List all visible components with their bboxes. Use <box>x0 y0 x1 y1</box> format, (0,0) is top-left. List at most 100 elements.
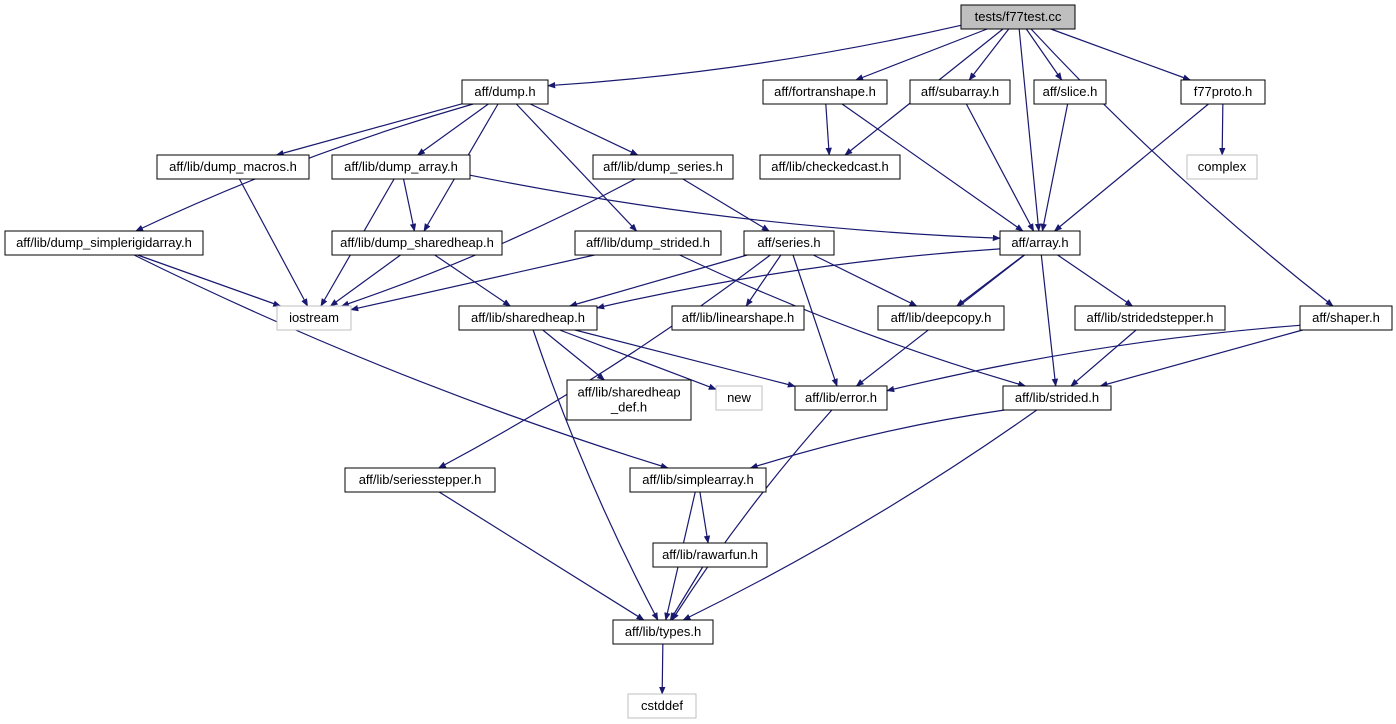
node-array[interactable]: aff/array.h <box>999 230 1081 256</box>
node-dump_simplerigidarray-box <box>4 230 204 256</box>
node-subarray[interactable]: aff/subarray.h <box>909 79 1011 105</box>
node-dump[interactable]: aff/dump.h <box>461 79 549 105</box>
node-root[interactable]: tests/f77test.cc <box>960 4 1076 30</box>
node-dump_simplerigidarray-label: aff/lib/dump_simplerigidarray.h <box>16 235 192 250</box>
node-complex-box <box>1186 154 1258 180</box>
edge-dump_series-to-series <box>682 178 770 232</box>
node-dump_strided-box <box>574 230 722 256</box>
node-fortranshape-box <box>762 79 888 105</box>
node-deepcopy-box <box>877 305 1005 331</box>
edge-sharedheap-to-error <box>574 329 796 388</box>
edge-dump_simplerigidarray-to-simplearray <box>133 254 669 469</box>
node-array-box <box>999 230 1081 256</box>
edge-error-to-types <box>671 409 833 621</box>
edge-sharedheap-to-new <box>559 329 717 390</box>
node-strided-label: aff/lib/strided.h <box>1015 390 1099 405</box>
edge-root-to-slice <box>1025 28 1063 81</box>
node-dump_sharedheap[interactable]: aff/lib/dump_sharedheap.h <box>331 230 503 256</box>
node-complex-label: complex <box>1198 159 1247 174</box>
node-rawarfun-box <box>652 542 768 568</box>
node-rawarfun[interactable]: aff/lib/rawarfun.h <box>652 542 768 568</box>
edge-fortranshape-to-array <box>841 103 1024 232</box>
node-subarray-box <box>909 79 1011 105</box>
node-series[interactable]: aff/series.h <box>743 230 835 256</box>
node-dump_sharedheap-label: aff/lib/dump_sharedheap.h <box>340 235 494 250</box>
node-seriesstepper[interactable]: aff/lib/seriesstepper.h <box>344 467 496 493</box>
edge-array-to-stridedstepper <box>1057 254 1134 307</box>
node-series-label: aff/series.h <box>757 235 820 250</box>
node-checkedcast-box <box>759 154 901 180</box>
edge-dump_sharedheap-to-iostream <box>329 254 401 307</box>
node-dump_series[interactable]: aff/lib/dump_series.h <box>592 154 734 180</box>
node-dump_sharedheap-box <box>331 230 503 256</box>
edge-strided-to-simplearray <box>749 409 1005 469</box>
node-error[interactable]: aff/lib/error.h <box>794 385 888 411</box>
node-simplearray[interactable]: aff/lib/simplearray.h <box>629 467 767 493</box>
node-linearshape-box <box>671 305 805 331</box>
node-iostream-label: iostream <box>289 310 339 325</box>
node-seriesstepper-label: aff/lib/seriesstepper.h <box>359 472 482 487</box>
node-new-box <box>715 385 763 411</box>
edge-dump_strided-to-strided <box>679 254 1027 388</box>
node-linearshape[interactable]: aff/lib/linearshape.h <box>671 305 805 331</box>
node-sharedheap-label: aff/lib/sharedheap.h <box>471 310 585 325</box>
node-dump_macros[interactable]: aff/lib/dump_macros.h <box>156 154 310 180</box>
edge-rawarfun-to-types <box>669 566 704 621</box>
node-slice-label: aff/slice.h <box>1043 84 1098 99</box>
node-f77proto-label: f77proto.h <box>1194 84 1253 99</box>
node-slice[interactable]: aff/slice.h <box>1033 79 1107 105</box>
edge-root-to-shaper <box>1030 28 1334 307</box>
edge-strided-to-types <box>682 409 1038 621</box>
node-series-box <box>743 230 835 256</box>
node-new: new <box>715 385 763 411</box>
node-dump_array[interactable]: aff/lib/dump_array.h <box>331 154 471 180</box>
edge-series-to-linearshape <box>745 254 782 307</box>
node-deepcopy[interactable]: aff/lib/deepcopy.h <box>877 305 1005 331</box>
edge-dump_sharedheap-to-sharedheap <box>434 254 511 307</box>
node-fortranshape[interactable]: aff/fortranshape.h <box>762 79 888 105</box>
node-f77proto[interactable]: f77proto.h <box>1180 79 1266 105</box>
nodes: tests/f77test.cc aff/dump.h aff/fortransha… <box>4 4 1393 719</box>
edge-shaper-to-error <box>886 324 1301 393</box>
node-f77proto-box <box>1180 79 1266 105</box>
node-linearshape-label: aff/lib/linearshape.h <box>682 310 795 325</box>
node-sharedheap_def-box <box>566 379 692 421</box>
edge-f77proto-to-array <box>1053 103 1209 232</box>
edge-array-to-strided <box>1040 254 1059 387</box>
node-fortranshape-label: aff/fortranshape.h <box>774 84 876 99</box>
node-dump_macros-label: aff/lib/dump_macros.h <box>169 159 297 174</box>
edge-root-to-subarray <box>968 28 1010 81</box>
node-simplearray-label: aff/lib/simplearray.h <box>642 472 754 487</box>
node-stridedstepper-label: aff/lib/stridedstepper.h <box>1087 310 1214 325</box>
node-shaper[interactable]: aff/shaper.h <box>1299 305 1393 331</box>
node-types-box <box>612 619 714 645</box>
node-simplearray-box <box>629 467 767 493</box>
edge-dump_simplerigidarray-to-iostream <box>137 254 282 307</box>
node-cstddef-label: cstddef <box>641 698 683 713</box>
node-error-box <box>794 385 888 411</box>
node-dump_series-label: aff/lib/dump_series.h <box>603 159 723 174</box>
node-dump-label: aff/dump.h <box>474 84 535 99</box>
node-subarray-label: aff/subarray.h <box>921 84 999 99</box>
edge-root-to-array <box>1018 28 1042 232</box>
node-cstddef-box <box>627 693 697 719</box>
node-dump-box <box>461 79 549 105</box>
node-types[interactable]: aff/lib/types.h <box>612 619 714 645</box>
edge-array-to-sharedheap <box>596 248 1001 310</box>
node-slice-box <box>1033 79 1107 105</box>
node-cstddef: cstddef <box>627 693 697 719</box>
node-strided[interactable]: aff/lib/strided.h <box>1002 385 1112 411</box>
edges <box>133 24 1334 695</box>
node-sharedheap-box <box>458 305 598 331</box>
node-dump_simplerigidarray[interactable]: aff/lib/dump_simplerigidarray.h <box>4 230 204 256</box>
node-checkedcast[interactable]: aff/lib/checkedcast.h <box>759 154 901 180</box>
edge-series-to-seriesstepper <box>437 254 771 469</box>
node-sharedheap[interactable]: aff/lib/sharedheap.h <box>458 305 598 331</box>
node-sharedheap_def-label: _def.h <box>610 400 647 415</box>
edge-types-to-cstddef <box>659 643 666 695</box>
node-stridedstepper[interactable]: aff/lib/stridedstepper.h <box>1074 305 1226 331</box>
node-checkedcast-label: aff/lib/checkedcast.h <box>771 159 889 174</box>
node-sharedheap_def[interactable]: aff/lib/sharedheap_def.h <box>566 379 692 421</box>
edge-dump_array-to-array <box>469 174 1001 242</box>
node-dump_strided[interactable]: aff/lib/dump_strided.h <box>574 230 722 256</box>
